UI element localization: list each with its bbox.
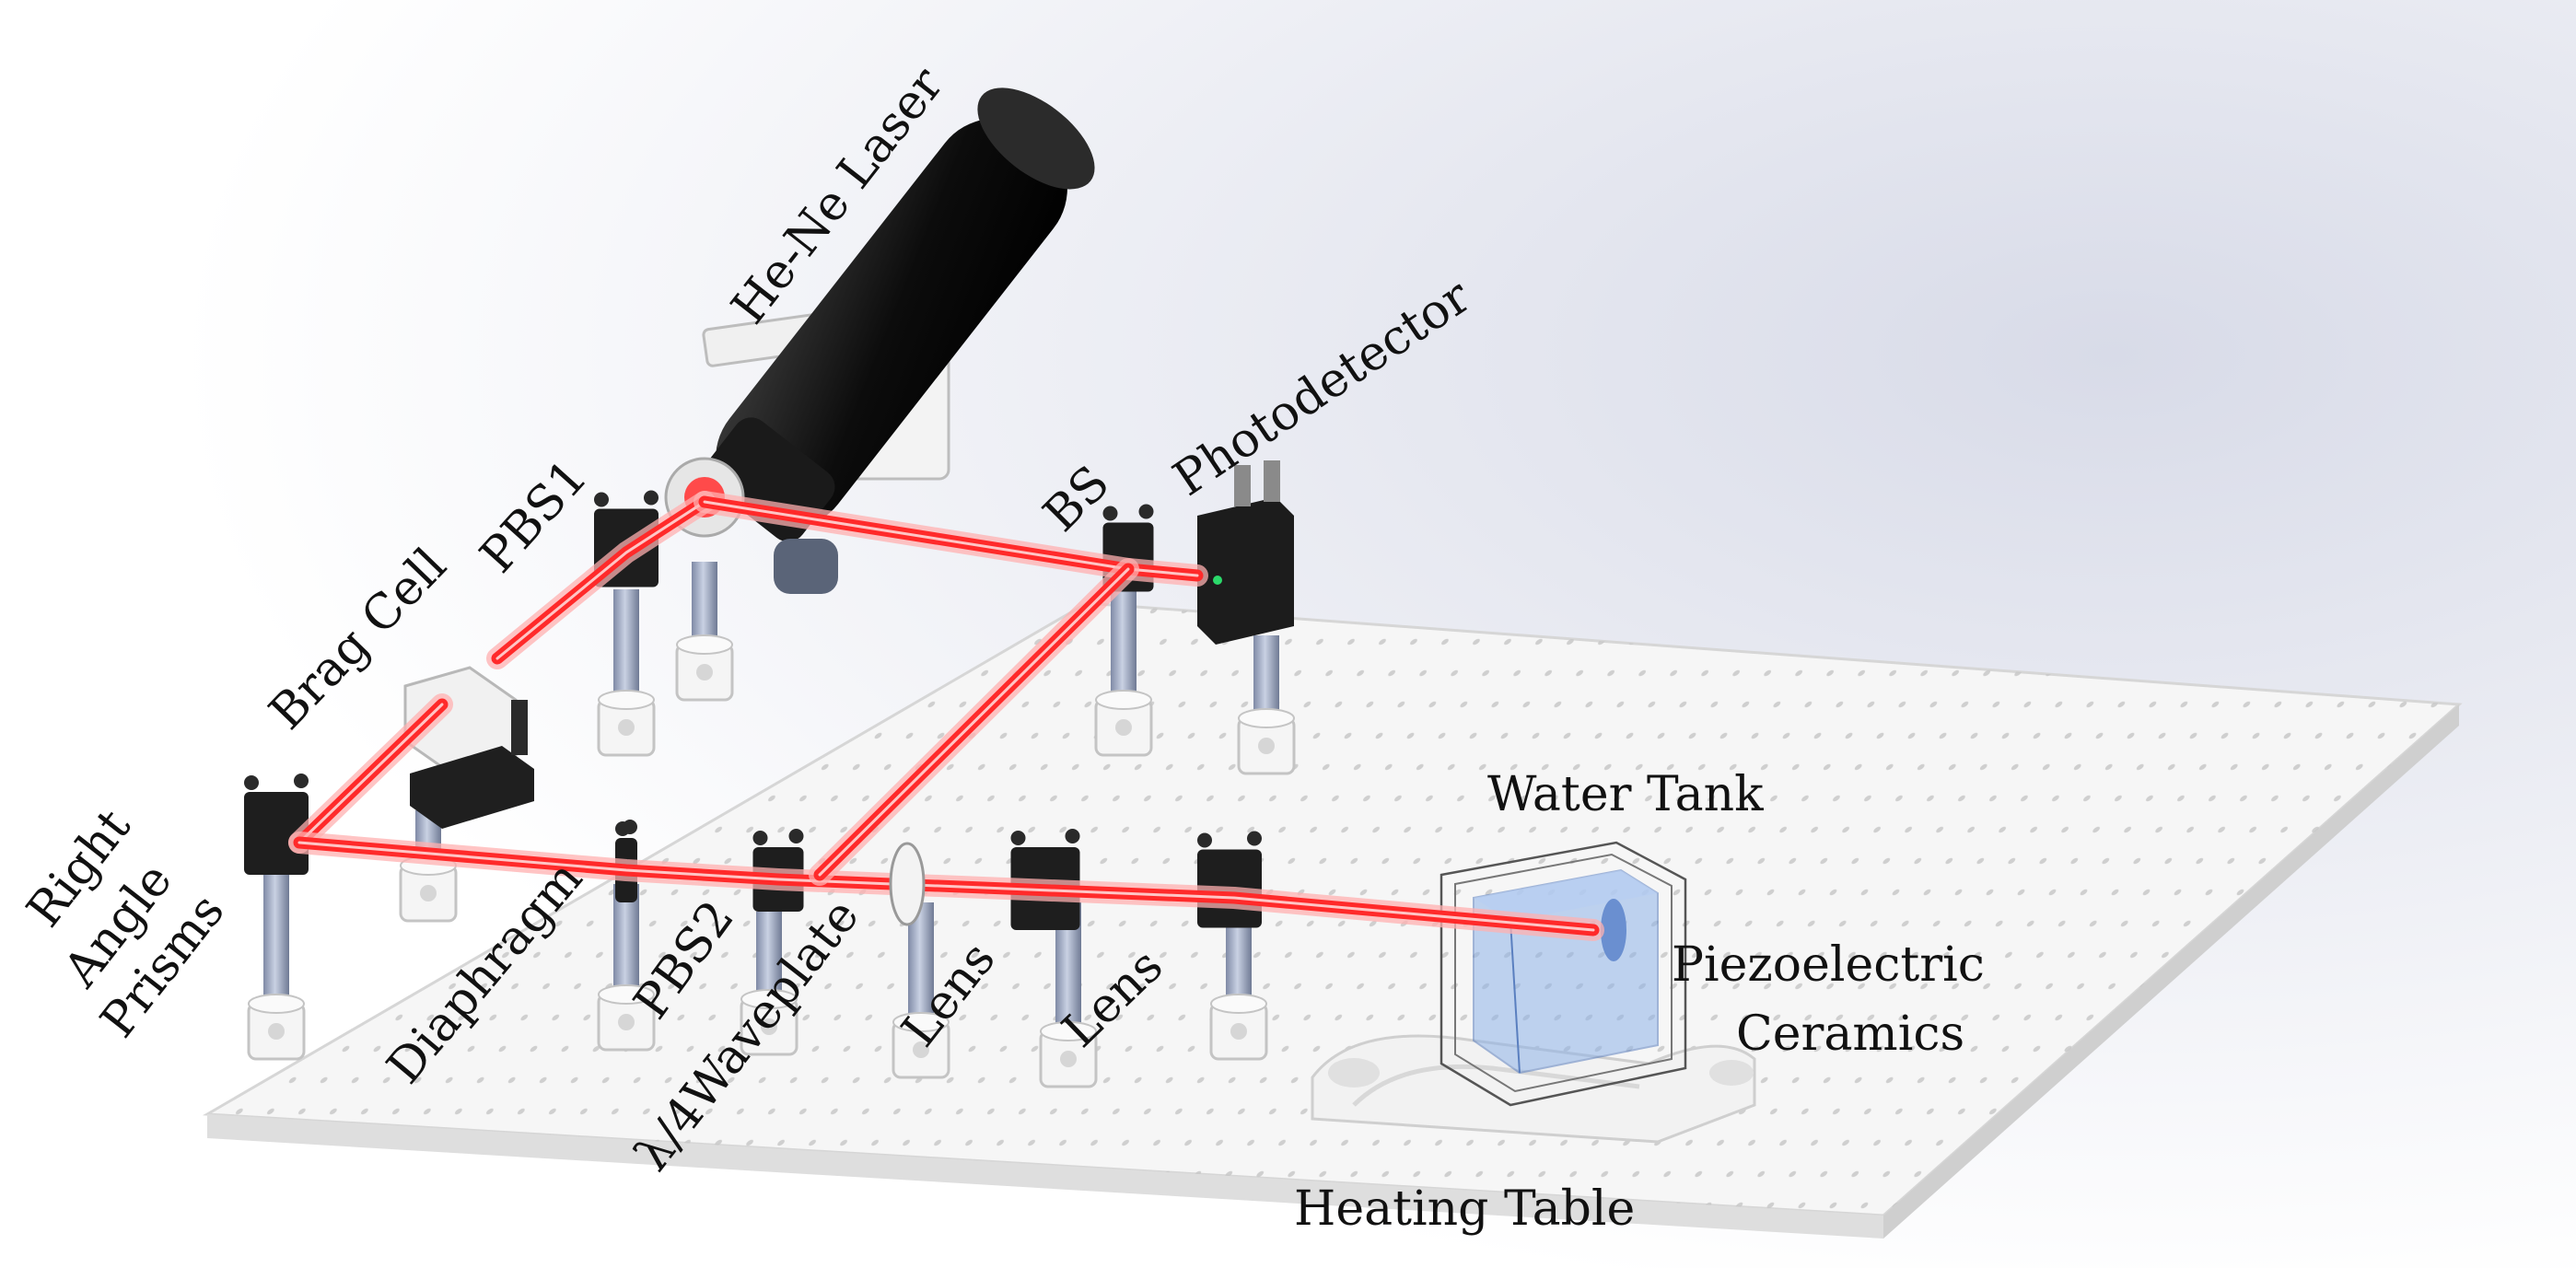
- beam-segment-1: [486, 491, 716, 669]
- post-9: [1209, 902, 1268, 1061]
- label-water-tank: Water Tank: [1487, 767, 1764, 822]
- beam-segment-2: [288, 693, 453, 854]
- piezo-ceramic-disc: [1601, 899, 1626, 961]
- heating-table: [1311, 1034, 1756, 1144]
- post-3: [597, 589, 656, 757]
- beam-segment-3: [288, 832, 1604, 941]
- waveplate-disc: [889, 842, 926, 926]
- post-10: [1094, 589, 1153, 757]
- photodetector: [1197, 460, 1294, 645]
- bragg-cell: [403, 666, 534, 829]
- optic-mount-1: [244, 774, 309, 875]
- post-6: [740, 912, 798, 1056]
- label-heating-table: Heating Table: [1294, 1181, 1635, 1237]
- label-piezoelectric: Piezoelectric: [1672, 937, 1985, 993]
- post-5: [597, 884, 656, 1052]
- label-ceramics: Ceramics: [1736, 1006, 1964, 1062]
- post-holders: [247, 562, 1296, 1088]
- laser-beam-paths: [288, 491, 1604, 941]
- post-7: [892, 902, 950, 1079]
- he-ne-laser: [664, 87, 1095, 594]
- post-11: [1237, 635, 1296, 775]
- optic-mounts: [244, 490, 1262, 930]
- beam-segment-5: [809, 558, 1139, 886]
- post-4: [675, 562, 734, 702]
- laser-base-knob: [774, 539, 838, 594]
